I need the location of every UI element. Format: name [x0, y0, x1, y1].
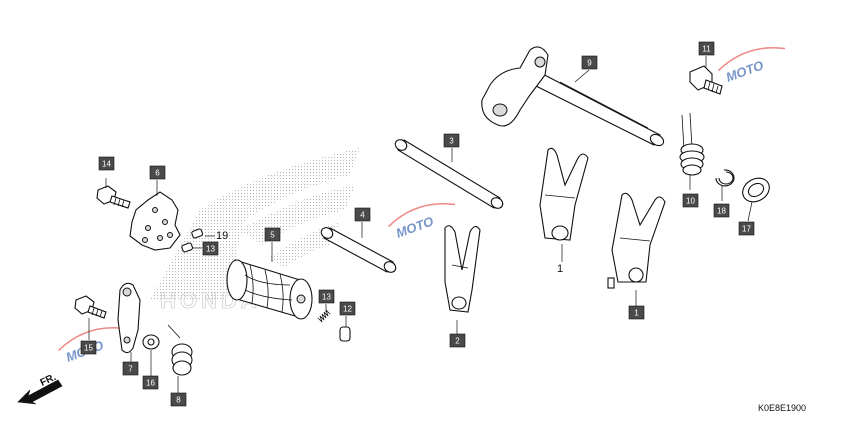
callout-label: 13 [322, 293, 331, 302]
callout-label: 17 [742, 225, 751, 234]
callout-14[interactable]: 14 [98, 156, 115, 171]
callout-label: 10 [686, 197, 695, 206]
callout-8[interactable]: 8 [170, 392, 187, 407]
dowel-pins[interactable] [181, 228, 204, 253]
bolt-top-right[interactable] [689, 65, 723, 95]
return-spring[interactable] [679, 112, 705, 176]
callout-label: 6 [155, 169, 160, 178]
callout-label: 8 [176, 396, 181, 405]
shift-drum-star-plate[interactable] [129, 191, 181, 251]
callout-3[interactable]: 3 [443, 133, 460, 148]
shift-fork-left[interactable] [444, 225, 481, 313]
callout-label: 11 [702, 45, 711, 54]
shift-fork-middle[interactable] [539, 147, 589, 241]
pin-reference-label: 19 [216, 230, 228, 242]
callout-label: 13 [206, 245, 215, 254]
drum-stopper-arm[interactable] [117, 282, 141, 354]
watermark-moto-top: MOTO [717, 47, 786, 85]
shift-fork-shaft-long[interactable] [393, 138, 504, 211]
callout-4[interactable]: 4 [354, 207, 371, 222]
callout-13-drum[interactable]: 13 [318, 289, 335, 304]
callout-label: 7 [128, 365, 133, 374]
callout-label: 16 [146, 379, 155, 388]
callout-15[interactable]: 15 [80, 340, 97, 355]
callout-label: 3 [449, 137, 454, 146]
callout-label: 1 [634, 309, 639, 318]
circlip[interactable] [715, 169, 735, 187]
callout-17[interactable]: 17 [738, 221, 755, 236]
washer-right[interactable] [738, 173, 773, 206]
callout-label: 18 [717, 207, 726, 216]
callout-label: 9 [587, 59, 592, 68]
callout-10[interactable]: 10 [682, 193, 699, 208]
neutral-switch-pin[interactable] [339, 326, 351, 342]
shift-fork-right[interactable] [607, 192, 666, 289]
callout-label: 4 [360, 211, 365, 220]
front-direction-arrow: FR. [17, 372, 63, 405]
callout-6[interactable]: 6 [149, 165, 166, 180]
callout-7[interactable]: 7 [122, 361, 139, 376]
callout-12[interactable]: 12 [339, 301, 356, 316]
callout-18[interactable]: 18 [713, 203, 730, 218]
washer-stopper[interactable] [142, 334, 160, 350]
callout-2[interactable]: 2 [449, 333, 466, 348]
callout-9[interactable]: 9 [581, 55, 598, 70]
fork-reference-label: 1 [557, 263, 563, 275]
callout-label: 15 [84, 344, 93, 353]
callout-1-right[interactable]: 1 [628, 305, 645, 320]
callout-16[interactable]: 16 [142, 375, 159, 390]
callout-13-pins[interactable]: 13 [202, 241, 219, 256]
bolt-star-plate[interactable] [96, 185, 131, 209]
callout-label: 14 [102, 160, 111, 169]
shift-fork-shaft-short[interactable] [319, 226, 397, 275]
callout-label: 12 [343, 305, 352, 314]
callout-5[interactable]: 5 [264, 227, 281, 242]
diagram-code: K0E8E1900 [758, 403, 806, 413]
shift-drum[interactable] [226, 259, 313, 320]
gearshift-spindle[interactable] [481, 46, 666, 148]
stopper-spring[interactable] [167, 324, 193, 376]
leader-lines [88, 56, 753, 393]
callout-label: 5 [270, 231, 275, 240]
bolt-stopper-arm[interactable] [74, 295, 107, 319]
detent-spring-small[interactable] [317, 309, 331, 323]
callout-11[interactable]: 11 [698, 41, 715, 56]
callout-label: 2 [455, 337, 460, 346]
